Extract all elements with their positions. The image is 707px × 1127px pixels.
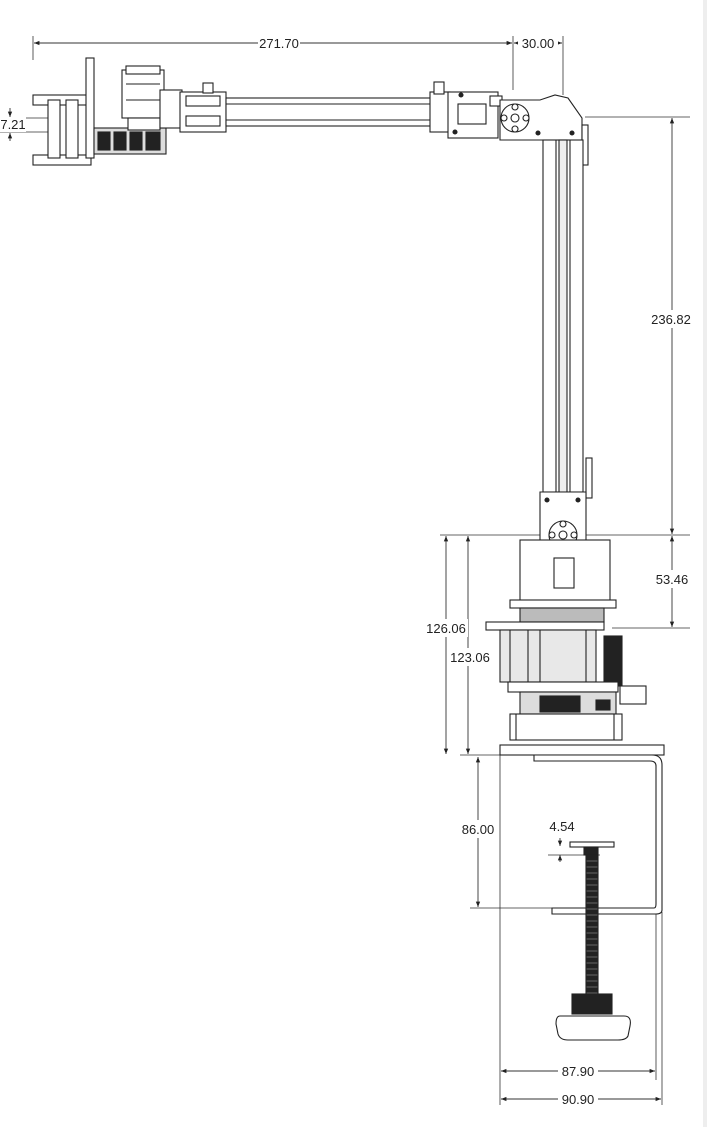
dim-upper-arm-length: 236.82: [651, 312, 691, 327]
dim-base-height-outer: 126.06: [426, 621, 466, 636]
robot-arm: [32, 57, 665, 1041]
dim-clamp-inner-width: 87.90: [562, 1064, 595, 1079]
dim-clamp-depth: 86.00: [462, 822, 495, 837]
base: [485, 621, 665, 756]
dim-shoulder-height: 53.46: [656, 572, 689, 587]
dim-clamp-pad-thickness: 4.54: [549, 819, 574, 834]
dim-wrist-width: 30.00: [522, 36, 555, 51]
upper-arm: [542, 139, 593, 499]
dimension-labels: 271.70 30.00 236.82 53.46 126.06 123.06 …: [0, 35, 694, 1107]
page-edge: [703, 0, 707, 1127]
shoulder-joint: [509, 491, 617, 623]
table-clamp: [533, 754, 663, 1041]
gripper: [32, 57, 183, 166]
dim-base-height-inner: 123.06: [450, 650, 490, 665]
forearm: [179, 81, 451, 133]
dim-clamp-outer-width: 90.90: [562, 1092, 595, 1107]
dim-gripper-offset: 7.21: [0, 117, 25, 132]
elbow-joint: [447, 91, 589, 166]
dim-overall-reach: 271.70: [259, 36, 299, 51]
